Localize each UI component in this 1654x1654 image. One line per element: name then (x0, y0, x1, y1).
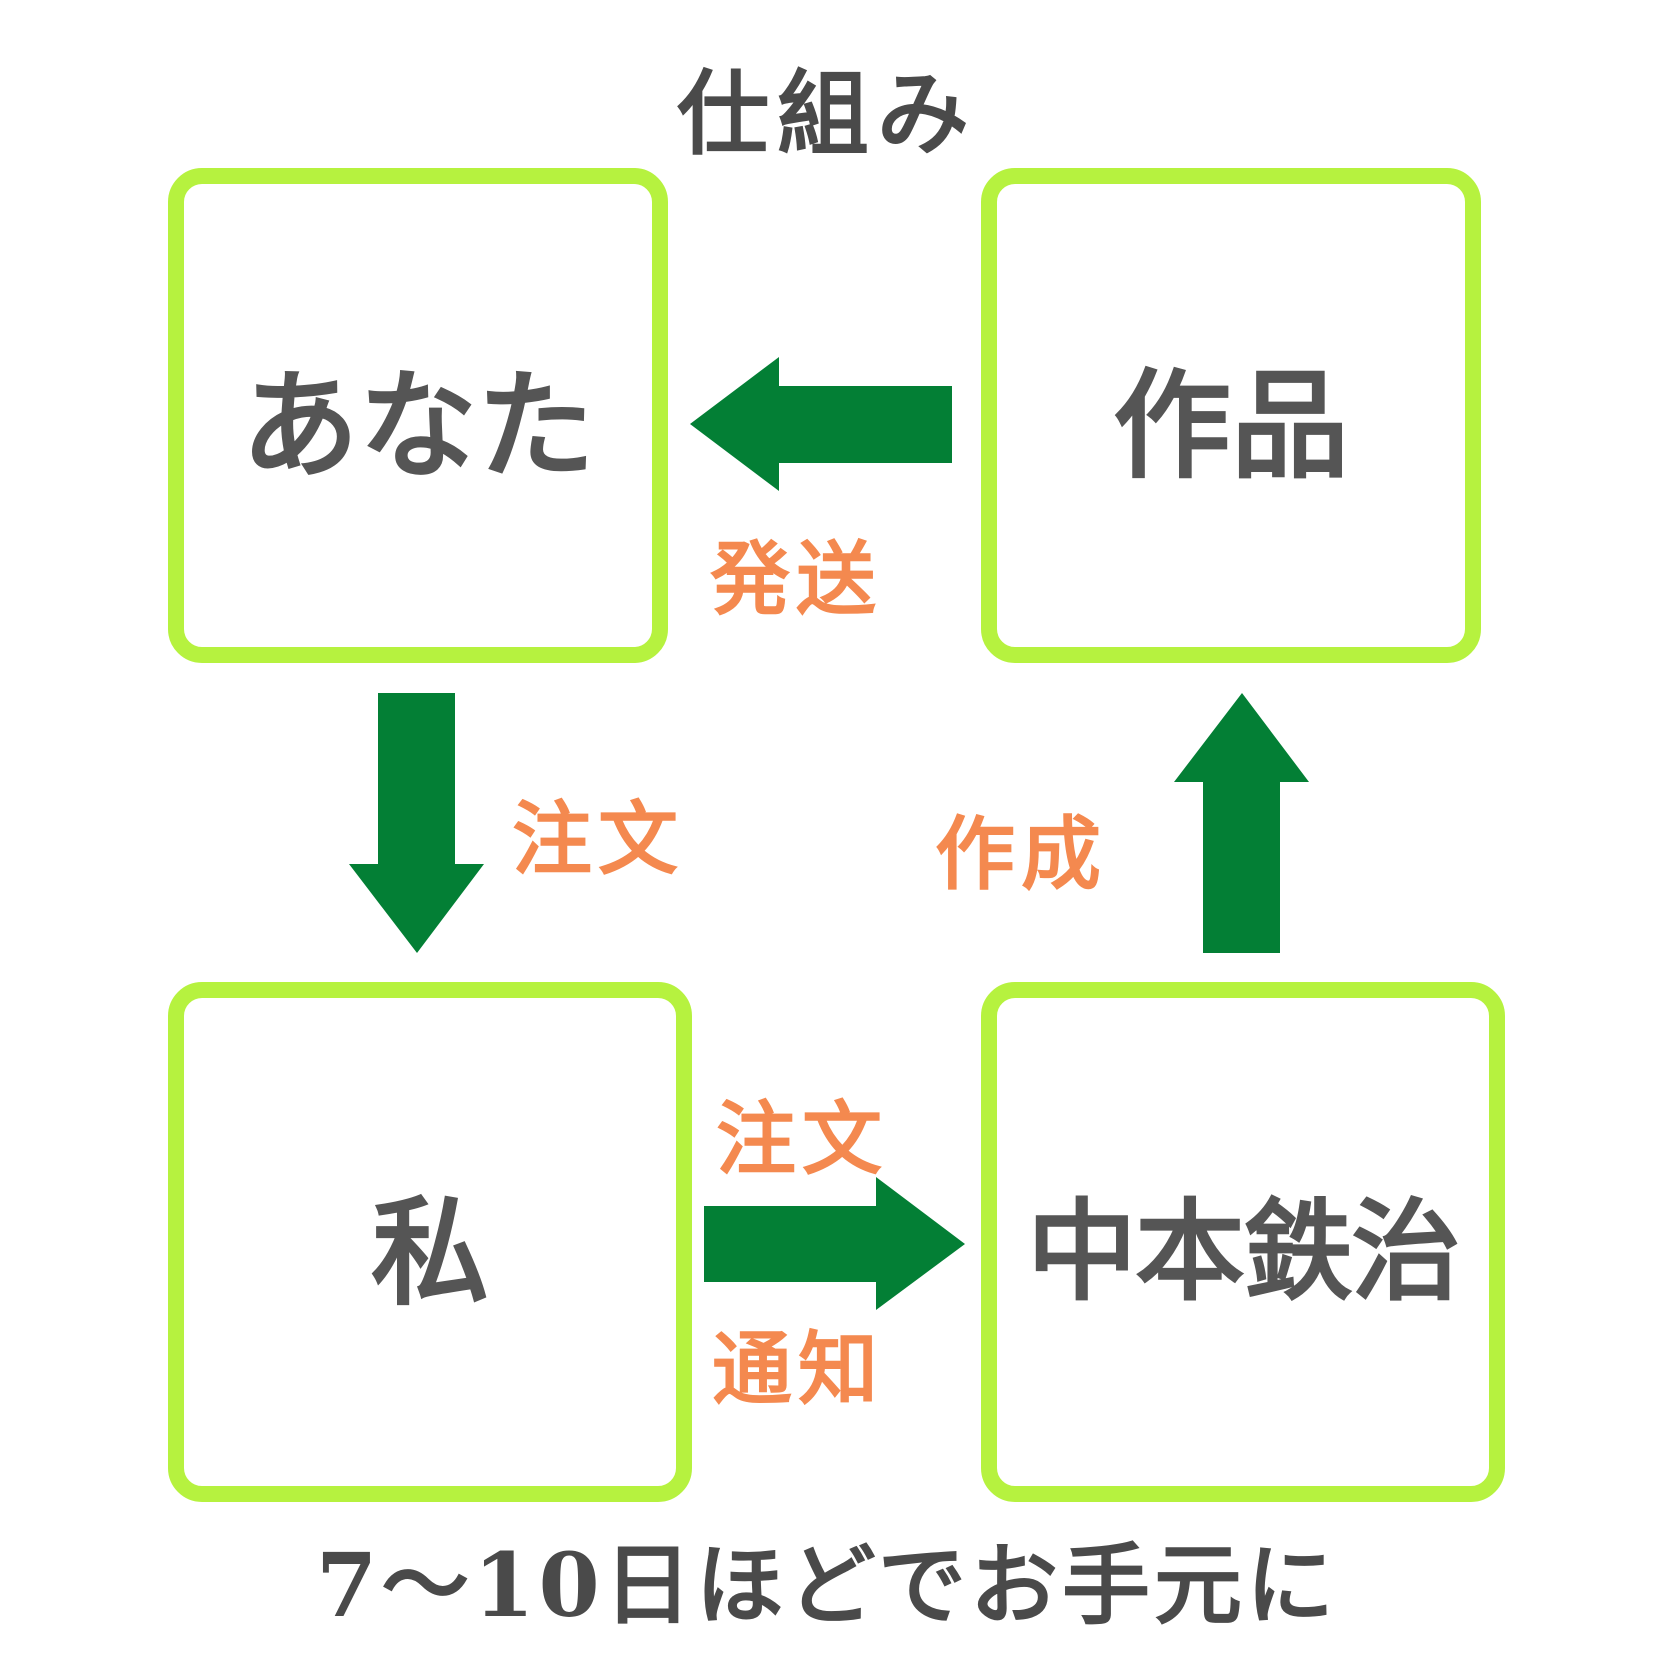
diagram-title: 仕組み (676, 60, 977, 168)
step-label-chumon-top: 注文 (512, 792, 684, 886)
footer-note: 7～10日ほどでお手元に (316, 1533, 1338, 1637)
step-label-chumon-bottom: 注文 (716, 1092, 888, 1186)
arrow-left (690, 357, 952, 491)
step-label-hassou: 発送 (710, 532, 882, 626)
node-sakuhin: 作品 (981, 168, 1481, 663)
node-nakamoto: 中本鉄治 (981, 982, 1505, 1502)
node-sakuhin-label: 作品 (1112, 357, 1349, 495)
node-anata: あなた (168, 168, 668, 663)
step-label-sakusei: 作成 (935, 807, 1107, 901)
node-anata-label: あなた (240, 357, 595, 495)
node-watashi-label: 私 (370, 1183, 489, 1322)
node-watashi: 私 (168, 982, 692, 1502)
arrow-down (349, 693, 484, 953)
arrow-right (704, 1177, 965, 1310)
node-nakamoto-label: 中本鉄治 (1027, 1188, 1461, 1316)
arrow-up (1174, 693, 1309, 953)
step-label-tsuchi: 通知 (712, 1322, 884, 1416)
